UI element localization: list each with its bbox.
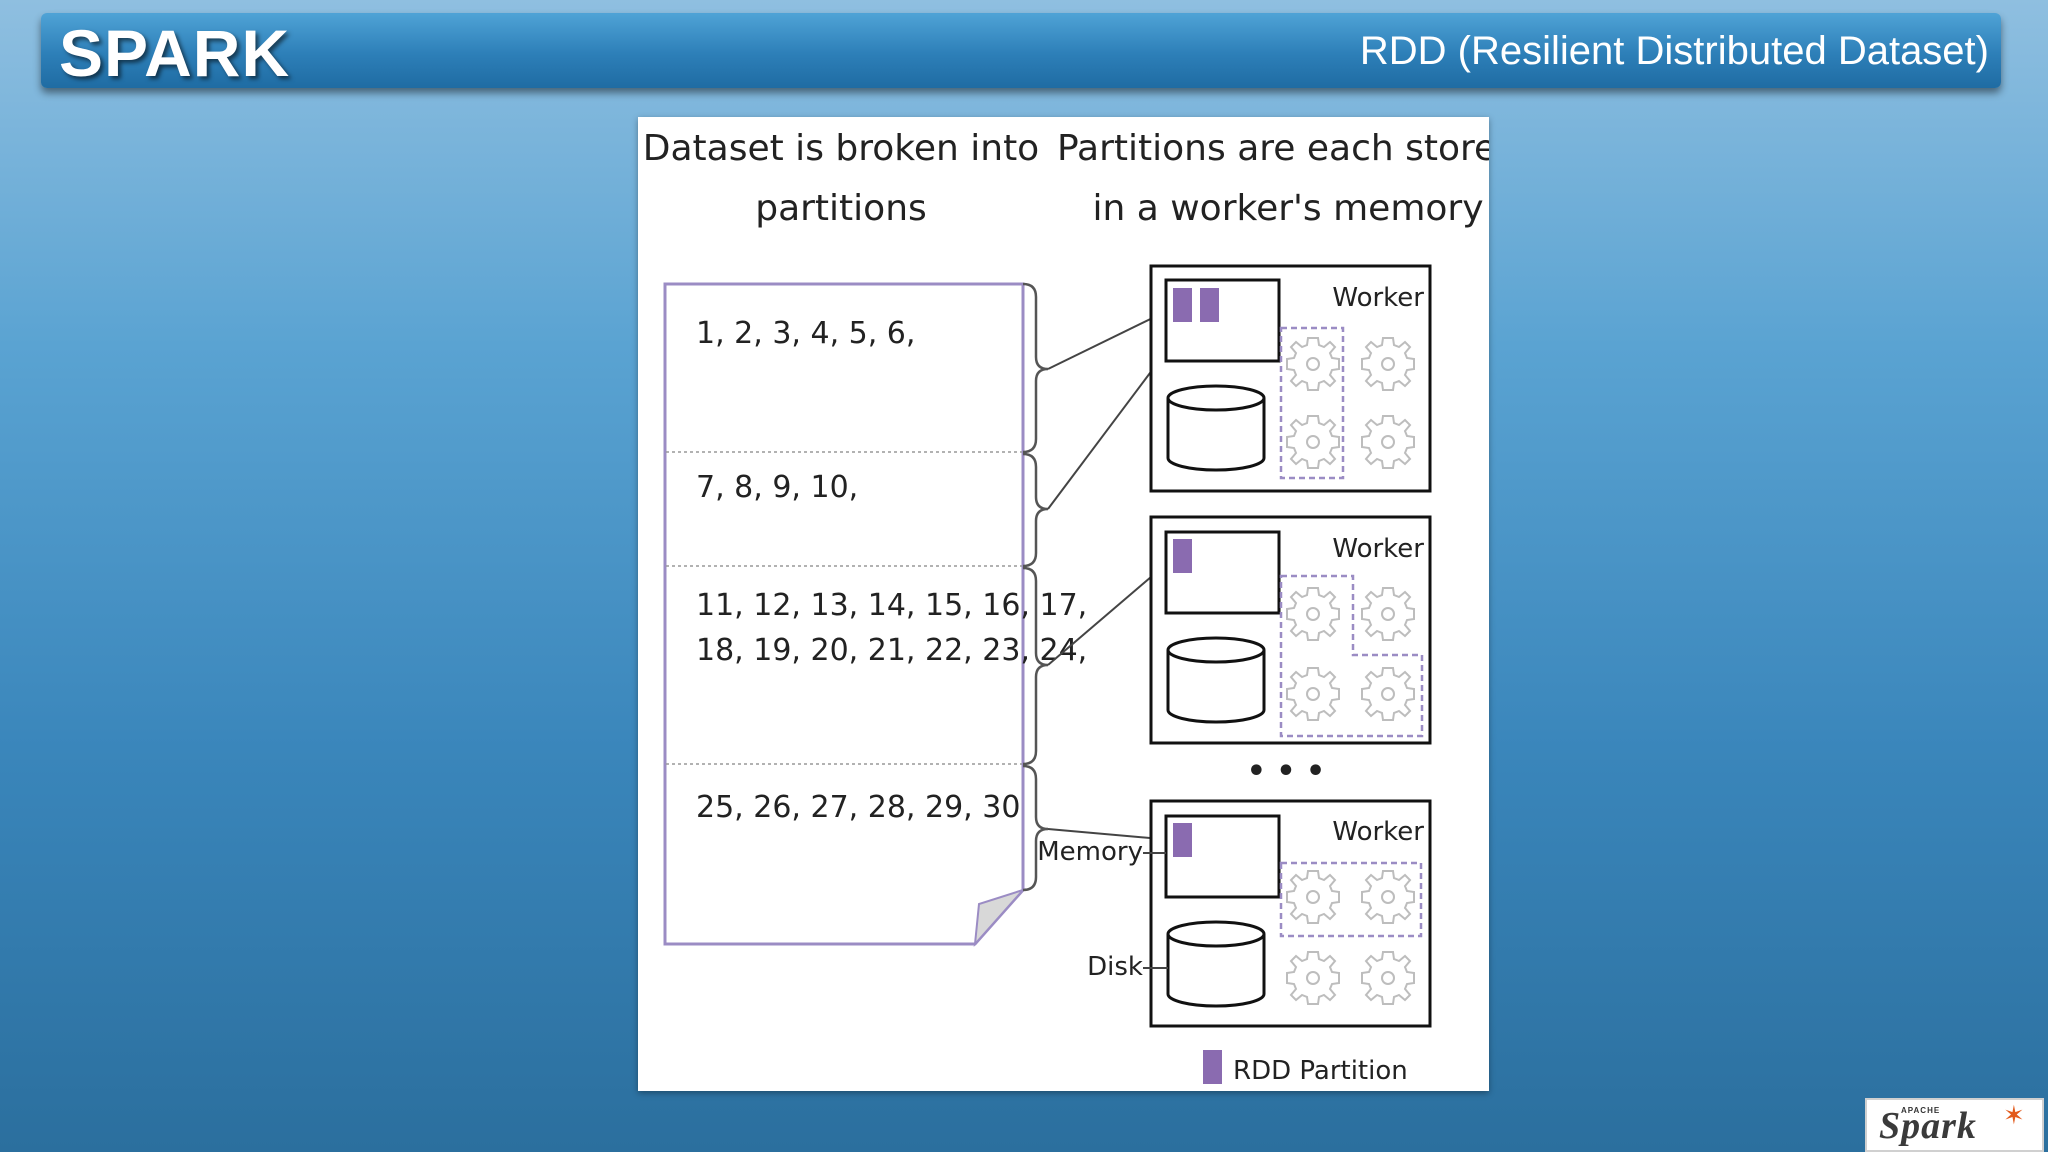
worker-node-2: Worker — [1149, 515, 1432, 745]
brand-title: SPARK — [59, 16, 291, 90]
worker-2-label: Worker — [1332, 534, 1424, 564]
rdd-partition-block — [1173, 539, 1192, 573]
legend-label: RDD Partition — [1233, 1056, 1408, 1086]
partition-1-text: 1, 2, 3, 4, 5, 6, — [696, 316, 915, 351]
spark-star-icon: ✶ — [2003, 1100, 2025, 1130]
title-bar: SPARK RDD (Resilient Distributed Dataset… — [41, 13, 2001, 90]
rdd-diagram: Dataset is broken into partitions Partit… — [643, 128, 1489, 1086]
partition-4-text: 25, 26, 27, 28, 29, 30 — [696, 790, 1020, 825]
worker-node-1: Worker — [1149, 264, 1432, 493]
partition-3-text-line2: 18, 19, 20, 21, 22, 23, 24, — [696, 633, 1087, 668]
left-heading-line1: Dataset is broken into — [643, 128, 1039, 169]
legend-swatch — [1203, 1050, 1222, 1084]
rdd-partition-block — [1173, 823, 1192, 857]
logo-apache-text: APACHE — [1901, 1106, 1941, 1115]
apache-spark-logo: APACHE Spark ✶ — [1865, 1098, 2044, 1152]
partition-3-text-line1: 11, 12, 13, 14, 15, 16, 17, — [696, 588, 1087, 623]
logo-spark-text: Spark — [1879, 1105, 1977, 1147]
worker-node-3: Worker — [1149, 799, 1432, 1028]
left-heading-line2: partitions — [755, 188, 927, 229]
right-heading-line1: Partitions are each stored — [1057, 128, 1489, 169]
worker-3-label: Worker — [1332, 817, 1424, 847]
memory-label: Memory — [1037, 837, 1143, 867]
rdd-diagram-card: Dataset is broken into partitions Partit… — [638, 117, 1489, 1091]
partition-2-text: 7, 8, 9, 10, — [696, 470, 858, 505]
rdd-partition-block — [1173, 288, 1192, 322]
right-heading-line2: in a worker's memory — [1092, 188, 1483, 229]
slide-subtitle: RDD (Resilient Distributed Dataset) — [1359, 29, 1989, 73]
disk-label: Disk — [1087, 952, 1143, 982]
rdd-partition-block — [1200, 288, 1219, 322]
worker-1-label: Worker — [1332, 283, 1424, 313]
document-page-curl — [973, 887, 1027, 947]
more-workers-ellipsis: • • • — [1247, 754, 1325, 789]
partition-braces — [1022, 282, 1049, 892]
